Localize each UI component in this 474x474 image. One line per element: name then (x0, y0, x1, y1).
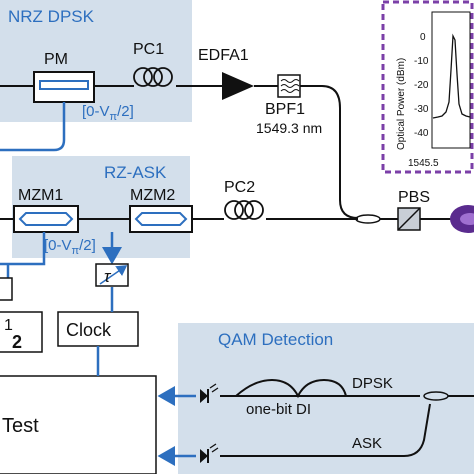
pc2-icon (224, 200, 264, 220)
mzm1-label: MZM1 (18, 187, 63, 204)
test-box (0, 375, 157, 474)
pc1-label: PC1 (133, 41, 164, 58)
fiber-bpf-coupler (300, 85, 359, 219)
mzm1-icon (13, 205, 79, 233)
clock-label: Clock (66, 320, 112, 340)
inset-ytick-2: -20 (414, 80, 429, 91)
partial-digit-2: 2 (12, 332, 22, 352)
rz-ask-title: RZ-ASK (104, 163, 167, 182)
qam-detection-title: QAM Detection (218, 330, 333, 349)
fiber-ask-branch (220, 403, 431, 457)
partial-tau-box (0, 277, 13, 301)
mzm2-icon (129, 205, 193, 233)
inset-xtick-first: 1545.5 (408, 158, 439, 169)
photodiode-dpsk-icon (200, 383, 219, 403)
inset-ytick-1: -10 (414, 56, 429, 67)
edfa1-icon (222, 72, 254, 100)
coupler-icon (355, 214, 381, 224)
one-bit-di-label: one-bit DI (246, 401, 311, 418)
nrz-dpsk-block (0, 0, 192, 122)
inset-spectrum-trace (432, 33, 471, 119)
pm-label: PM (44, 51, 68, 68)
pbs-icon (397, 207, 421, 231)
partial-digit-1: 1 (4, 317, 13, 334)
bpf1-wavelength: 1549.3 nm (256, 120, 322, 136)
edfa1-label: EDFA1 (198, 47, 249, 64)
pm-bias-line (0, 102, 66, 152)
inset-ytick-0: 0 (420, 32, 426, 43)
pm-bias-label: [0-Vπ/2] (82, 103, 134, 123)
dpsk-label: DPSK (352, 375, 393, 392)
pc2-label: PC2 (224, 179, 255, 196)
pbs-label: PBS (398, 189, 430, 206)
inset-ylabel: Optical Power (dBm) (396, 58, 407, 150)
ask-label: ASK (352, 435, 382, 452)
fiber-spool-icon (450, 205, 474, 233)
bpf1-label: BPF1 (265, 101, 305, 118)
mzm-bias-label: [0-Vπ/2] (44, 237, 96, 257)
partial-generator-box (0, 311, 43, 353)
photodiode-ask-icon (200, 443, 219, 463)
mzm2-label: MZM2 (130, 187, 175, 204)
clock-box (57, 311, 139, 347)
pc1-icon (133, 67, 173, 87)
inset-ytick-4: -40 (414, 128, 429, 139)
test-label: Test (2, 415, 39, 437)
bpf1-icon (277, 74, 301, 98)
pm-electrode (39, 80, 89, 90)
nrz-dpsk-title: NRZ DPSK (8, 7, 95, 26)
one-bit-di-icon (220, 378, 352, 399)
mzm1-bias-line (0, 232, 46, 266)
tau-adjust-arrow (99, 265, 128, 285)
tau-label: τ (104, 267, 112, 286)
qam-detection-block (178, 323, 474, 474)
inset-ytick-3: -30 (414, 104, 429, 115)
